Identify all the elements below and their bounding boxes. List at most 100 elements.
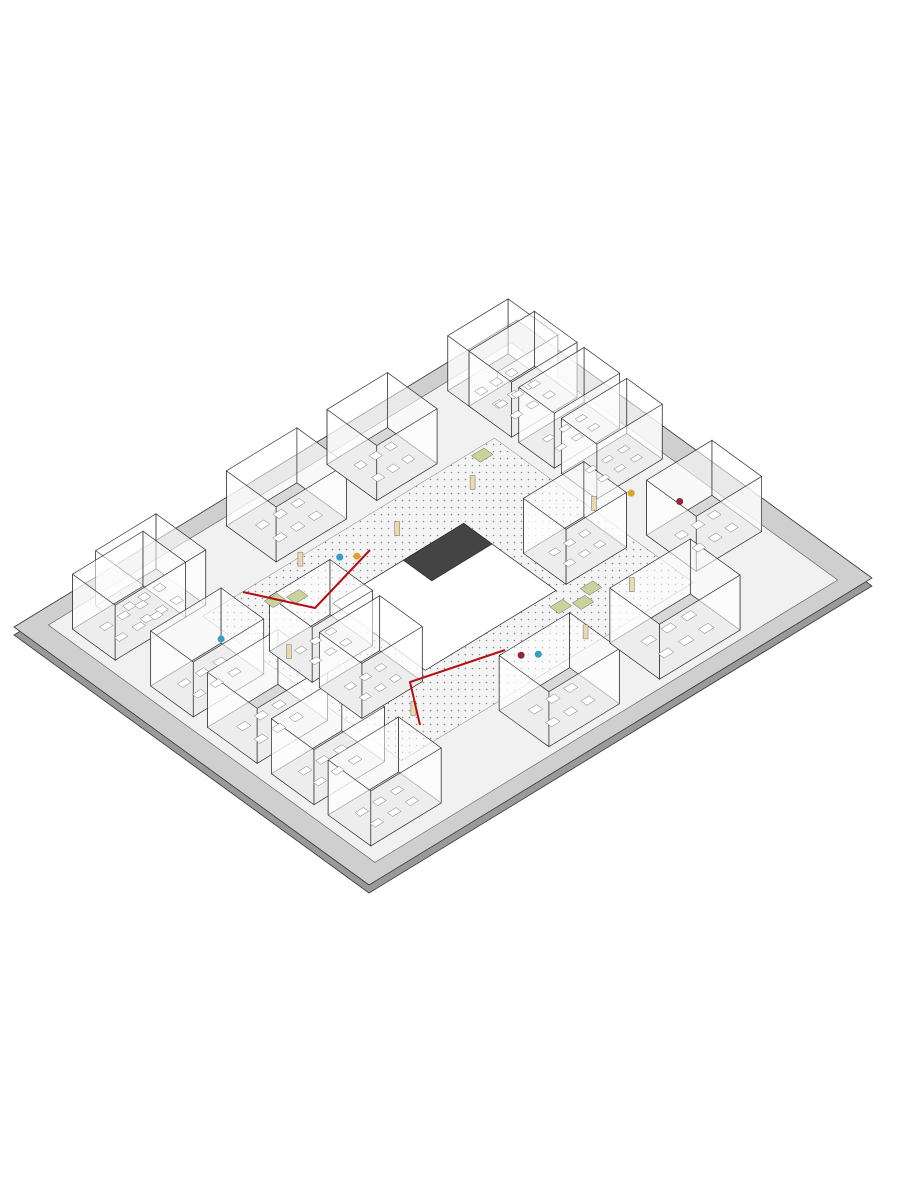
desk	[236, 721, 252, 732]
classrooms	[72, 298, 763, 847]
desk	[678, 635, 695, 647]
room-wall	[361, 625, 423, 720]
desk	[587, 423, 601, 432]
desk	[577, 549, 592, 558]
desk	[525, 400, 540, 410]
desk	[629, 454, 643, 463]
room-wall	[695, 475, 763, 572]
person-figure	[469, 475, 476, 490]
room-wall	[565, 491, 627, 585]
desk	[271, 699, 287, 710]
desk	[271, 722, 287, 733]
desk	[373, 663, 388, 672]
desk	[227, 667, 242, 677]
desk	[255, 519, 271, 530]
desk	[542, 390, 556, 400]
desk	[353, 460, 368, 470]
desk	[116, 610, 131, 621]
desk	[601, 455, 614, 464]
desk	[294, 645, 308, 655]
desk	[290, 498, 306, 509]
desk	[343, 681, 357, 691]
desk	[547, 547, 562, 557]
desk	[386, 463, 401, 473]
stool	[517, 651, 525, 659]
desk	[724, 522, 739, 533]
desk	[657, 647, 675, 659]
desk	[570, 433, 584, 442]
desk	[371, 472, 385, 483]
person-figure	[286, 644, 292, 659]
desk	[177, 678, 192, 688]
desk	[388, 674, 402, 683]
desk	[253, 733, 269, 744]
desk	[562, 706, 578, 717]
desk	[194, 667, 210, 677]
lounge-seat	[549, 599, 573, 614]
desk	[368, 451, 383, 461]
desk	[527, 379, 541, 389]
desk	[389, 785, 405, 796]
stairwell	[402, 523, 493, 582]
desk	[309, 636, 323, 646]
desk	[489, 377, 504, 387]
desk	[674, 530, 689, 540]
desk	[348, 755, 363, 765]
desk	[383, 441, 398, 452]
desk	[401, 454, 416, 464]
desk	[558, 424, 572, 433]
desk	[134, 600, 149, 610]
lounge-seat	[571, 595, 595, 610]
desk	[149, 610, 164, 621]
desk	[680, 610, 698, 622]
circulation-line-north	[242, 549, 371, 610]
stool	[676, 498, 684, 505]
desk	[510, 389, 525, 399]
desk	[474, 386, 489, 396]
desk	[309, 656, 323, 666]
desk	[373, 683, 387, 692]
desk	[617, 445, 631, 454]
lounge-seat	[579, 580, 603, 596]
desk	[706, 510, 722, 520]
desk	[333, 744, 348, 754]
desk	[574, 414, 588, 423]
desk	[290, 521, 306, 532]
desk	[324, 627, 338, 636]
person-figure	[582, 624, 589, 640]
desk	[613, 464, 627, 473]
desk	[272, 532, 288, 543]
desk	[272, 508, 288, 519]
desk	[554, 443, 568, 452]
desk	[354, 807, 369, 817]
desk	[578, 529, 592, 538]
desk	[563, 538, 577, 548]
desk	[131, 621, 146, 631]
stool	[627, 489, 635, 497]
desk	[597, 474, 610, 483]
stool	[217, 635, 225, 643]
desk	[312, 776, 328, 787]
desk	[698, 623, 715, 634]
desk	[691, 542, 707, 553]
desk	[545, 693, 561, 704]
desk	[324, 647, 338, 656]
person-figure	[629, 577, 635, 592]
desk	[297, 765, 313, 776]
desk	[209, 678, 224, 688]
desk	[593, 540, 607, 549]
person-figure	[297, 551, 304, 567]
desk	[339, 638, 353, 647]
lounge-seat	[470, 447, 494, 463]
desk	[660, 622, 677, 634]
lounge-seat	[263, 593, 287, 608]
room-wall	[659, 574, 741, 680]
desk	[509, 410, 524, 420]
desk	[707, 532, 723, 543]
desk	[307, 510, 323, 521]
room-wall	[376, 408, 438, 502]
desk	[640, 634, 657, 646]
desk	[562, 558, 576, 568]
desk	[358, 672, 372, 682]
